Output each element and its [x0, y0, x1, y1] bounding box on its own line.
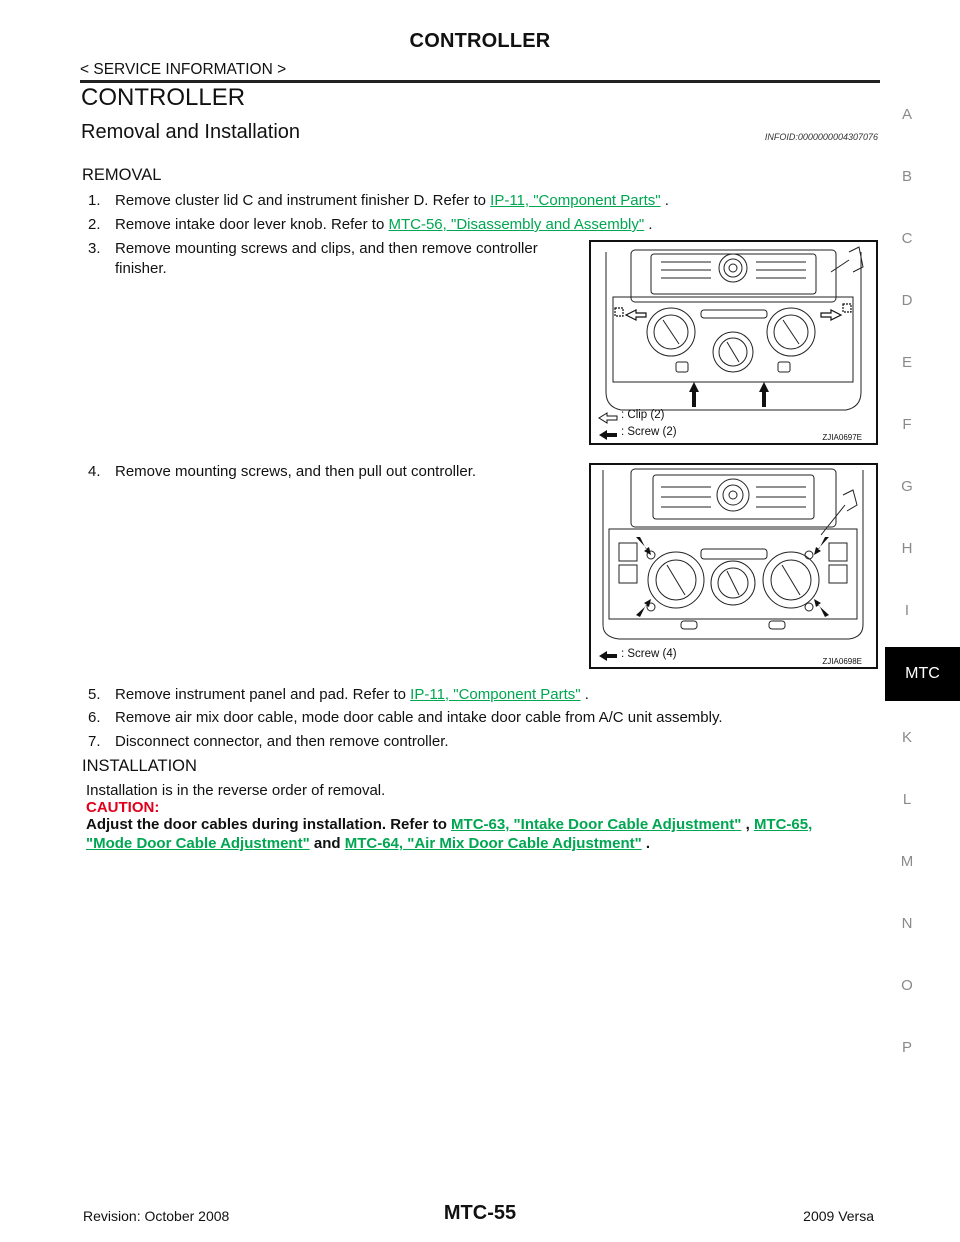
legend-clip: : Clip (2)	[621, 409, 665, 421]
footer-revision: Revision: October 2008	[83, 1208, 230, 1224]
removal-step-4: 4.Remove mounting screws, and then pull …	[88, 463, 477, 480]
caution-line-1: Adjust the door cables during installati…	[86, 816, 813, 833]
page-header-title: CONTROLLER	[409, 30, 551, 52]
caution-line-2: "Mode Door Cable Adjustment" and MTC-64,…	[86, 835, 651, 852]
side-index-d[interactable]: D	[901, 292, 913, 309]
subsection-title: Removal and Installation	[81, 121, 301, 143]
side-index-m[interactable]: M	[900, 853, 914, 870]
breadcrumb: < SERVICE INFORMATION >	[80, 61, 287, 78]
removal-step-1: 1.Remove cluster lid C and instrument fi…	[88, 192, 669, 209]
clip-arrow-icon	[598, 412, 618, 424]
link-ip-11-component-parts[interactable]: IP-11, "Component Parts"	[490, 192, 661, 209]
side-index-mtc-active[interactable]: MTC	[885, 647, 960, 701]
installation-heading: INSTALLATION	[82, 757, 197, 775]
link-ip-11-component-parts-2[interactable]: IP-11, "Component Parts"	[410, 686, 581, 703]
side-index-o[interactable]: O	[901, 977, 913, 994]
header-rule	[80, 80, 880, 83]
controller-finisher-illustration	[598, 246, 864, 440]
removal-step-6: 6.Remove air mix door cable, mode door c…	[88, 709, 723, 726]
link-mtc-63[interactable]: MTC-63, "Intake Door Cable Adjustment"	[451, 816, 742, 833]
removal-step-2: 2.Remove intake door lever knob. Refer t…	[88, 216, 653, 233]
link-mtc-64[interactable]: MTC-64, "Air Mix Door Cable Adjustment"	[344, 835, 642, 852]
removal-step-7: 7.Disconnect connector, and then remove …	[88, 733, 449, 750]
removal-step-5: 5.Remove instrument panel and pad. Refer…	[88, 686, 589, 703]
removal-step-3: 3.Remove mounting screws and clips, and …	[88, 240, 538, 277]
figure-code-2: ZJIA0698E	[822, 657, 862, 666]
side-index-p[interactable]: P	[901, 1039, 912, 1056]
section-title: CONTROLLER	[81, 84, 246, 111]
side-index-f[interactable]: F	[902, 416, 912, 433]
side-index-b[interactable]: B	[901, 168, 912, 185]
footer-model: 2009 Versa	[803, 1208, 874, 1224]
side-index-a[interactable]: A	[901, 106, 912, 123]
legend-screw: : Screw (2)	[621, 426, 677, 438]
figure-controller-finisher: : Clip (2) : Screw (2) ZJIA0697E	[589, 240, 878, 445]
link-mtc-65[interactable]: MTC-65,	[753, 816, 813, 833]
side-index-n[interactable]: N	[901, 915, 913, 932]
side-index-k[interactable]: K	[901, 729, 912, 746]
caution-label: CAUTION:	[86, 799, 160, 816]
installation-text: Installation is in the reverse order of …	[86, 782, 386, 799]
side-index-e[interactable]: E	[901, 354, 912, 371]
removal-heading: REMOVAL	[82, 166, 162, 184]
footer-page-number: MTC-55	[443, 1202, 517, 1224]
link-mtc-65-title[interactable]: "Mode Door Cable Adjustment"	[86, 835, 310, 852]
side-index-g[interactable]: G	[901, 478, 913, 495]
figure-code: ZJIA0697E	[822, 433, 862, 442]
side-index-l[interactable]: L	[902, 791, 912, 808]
link-mtc-56-disassembly[interactable]: MTC-56, "Disassembly and Assembly"	[388, 216, 645, 233]
side-index-c[interactable]: C	[901, 230, 913, 247]
legend-screw-4: : Screw (4)	[621, 648, 677, 660]
screw-arrow-icon-2	[599, 651, 617, 661]
side-index-i[interactable]: I	[904, 602, 910, 619]
screw-arrow-icon	[599, 430, 617, 440]
controller-illustration	[599, 468, 864, 661]
info-id: INFOID:0000000004307076	[764, 132, 878, 142]
side-index-h[interactable]: H	[901, 540, 913, 557]
figure-controller: : Screw (4) ZJIA0698E	[589, 463, 878, 669]
